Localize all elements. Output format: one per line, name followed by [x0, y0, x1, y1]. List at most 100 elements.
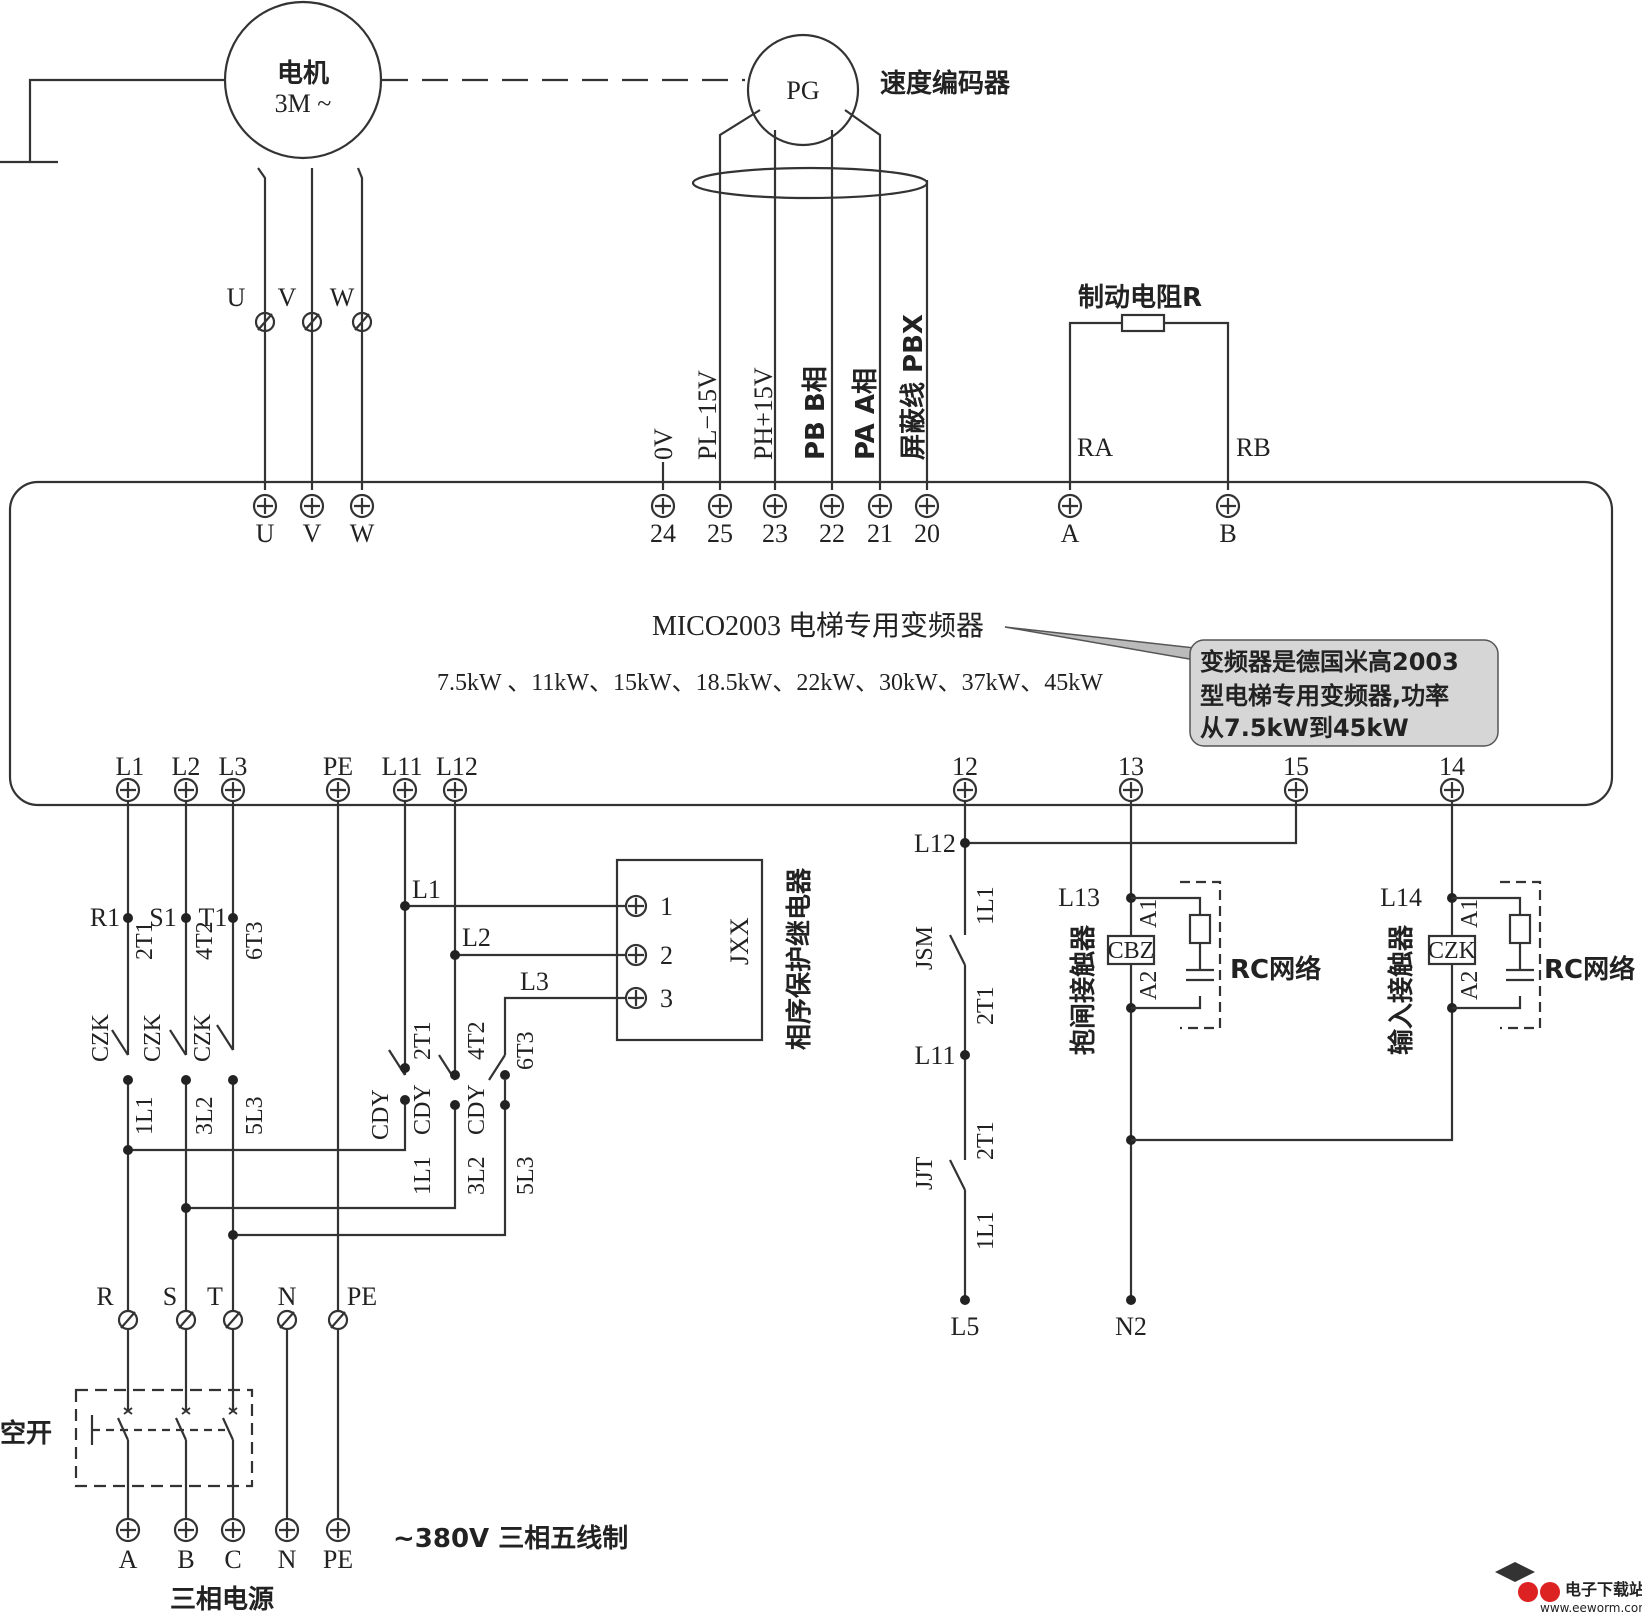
term-w	[349, 493, 375, 519]
cbz-coil-label: CBZ	[1108, 938, 1155, 964]
lead-w: W	[330, 283, 355, 312]
ground-wire	[0, 78, 225, 164]
czk-rc: RC网络	[1544, 954, 1635, 985]
cbz-caption: 抱闸接触器	[1069, 924, 1099, 1055]
czk-node: L14	[1380, 883, 1422, 912]
motor: 电机 3M ~	[0, 0, 745, 164]
cdy-1: CDY	[368, 1089, 394, 1140]
encoder: PG 速度编码器	[746, 33, 1011, 147]
watermark-brand: 电子下载站	[1565, 1580, 1642, 1599]
resistor-ra: RA	[1077, 433, 1113, 462]
src-c: C	[224, 1545, 241, 1574]
cdy-top1: 2T1	[410, 1021, 436, 1060]
cdy-3: CDY	[464, 1084, 490, 1135]
inverter-powers: 7.5kW 、11kW、15kW、18.5kW、22kW、30kW、37kW、4…	[437, 670, 1103, 696]
ctrl-l5: L5	[951, 1312, 980, 1341]
inverter-title: MICO2003 电梯专用变频器	[652, 610, 984, 642]
czk-coil-label: CZK	[1428, 938, 1477, 964]
inverter-bottom-terminals: L1 L2 L3 PE L11 L12 12 13 15 14	[115, 752, 1465, 803]
bt-l1-label: L1	[116, 752, 145, 781]
term-25-label: 25	[707, 519, 733, 548]
czk-caption: 输入接触器	[1386, 924, 1417, 1055]
phase-relay-box	[615, 858, 764, 1042]
term-v-label: V	[303, 519, 322, 548]
sig-pb: PB B相	[801, 366, 831, 460]
ctrl-jsm-bot: 2T1	[973, 986, 999, 1025]
bt-l3	[220, 777, 246, 803]
relay-in-l3: L3	[520, 967, 549, 996]
term-22	[819, 493, 845, 519]
src-pe: PE	[323, 1545, 353, 1574]
encoder-circle	[746, 33, 860, 147]
term-23-label: 23	[762, 519, 788, 548]
sig-0v: 0V	[649, 428, 678, 460]
cdy-contact-labels: 2T1 4T2 6T3 CDY CDY CDY 1L1 3L2 5L3	[368, 1021, 539, 1195]
cbz-a1: A1	[1136, 899, 1162, 928]
term-u-label: U	[256, 519, 275, 548]
motor-label: 电机	[277, 59, 329, 89]
cdy-top3: 6T3	[513, 1031, 539, 1070]
encoder-label: PG	[786, 76, 819, 105]
czk-bot1: 1L1	[132, 1096, 158, 1135]
callout-line-2: 型电梯专用变频器,功率	[1200, 682, 1449, 710]
bt-12-label: 12	[952, 752, 978, 781]
bt-12	[952, 777, 978, 803]
src-a: A	[119, 1545, 138, 1574]
cbz-a2: A2	[1136, 971, 1162, 1000]
bt-l1	[115, 777, 141, 803]
term-u	[252, 493, 278, 519]
supply-terminals: R S T N PE	[96, 1282, 377, 1520]
lead-v: V	[278, 283, 297, 312]
czk-a2: A2	[1457, 971, 1483, 1000]
brake-resistor: 制动电阻R RA RB	[1068, 283, 1271, 490]
bt-l12-label: L12	[436, 752, 478, 781]
relay-pin-3: 3	[660, 984, 673, 1013]
sig-ph: PH+15V	[749, 367, 778, 460]
czk-top2: 4T2	[192, 921, 218, 960]
watermark-url: www.eeworm.com	[1540, 1601, 1642, 1615]
czk-bot2: 3L2	[192, 1096, 218, 1135]
motor-leads	[257, 167, 364, 490]
relay-caption: 相序保护继电器	[784, 867, 815, 1050]
watermark-bug	[1518, 1582, 1538, 1602]
source-caption: 三相电源	[170, 1585, 274, 1615]
encoder-signal-labels: 0V PL−15V PH+15V PB B相 PA A相 屏蔽线 PBX	[649, 314, 929, 460]
sig-pbx: 屏蔽线 PBX	[899, 314, 929, 460]
phase-relay: L1 L2 L3 1 2 3 JXX 相序保护继电器	[412, 858, 815, 1050]
lead-u: U	[227, 283, 246, 312]
bt-l2	[173, 777, 199, 803]
source-terminals: A B C N PE ~380V 三相五线制 三相电源	[115, 1517, 628, 1615]
bt-l11-label: L11	[382, 752, 423, 781]
cdy-top2: 4T2	[464, 1021, 490, 1060]
term-b-label: B	[1219, 519, 1236, 548]
control-circuit: L12 L11 L5 JSM JJT 1L1 2T1 2T1 1L1	[912, 801, 1298, 1341]
czk-coil	[1427, 934, 1477, 966]
czk-bot3: 5L3	[242, 1096, 268, 1135]
sig-pa: PA A相	[851, 368, 881, 460]
input-contactor: CZK L14 A1 A2 RC网络 输入接触器	[1131, 801, 1635, 1142]
node-r1: R1	[90, 903, 120, 932]
ctrl-l12: L12	[914, 829, 956, 858]
bt-13-label: 13	[1118, 752, 1144, 781]
resistor-body	[1120, 313, 1166, 333]
resistor-wires	[1068, 321, 1230, 490]
ctrl-jsm: JSM	[912, 926, 938, 970]
node-s1: S1	[149, 903, 176, 932]
cbz-node: L13	[1058, 883, 1100, 912]
inverter-box	[8, 480, 1614, 807]
breaker-label: 空开	[0, 1418, 52, 1449]
sup-r: R	[96, 1282, 114, 1311]
term-v	[299, 493, 325, 519]
motor-sub: 3M ~	[275, 89, 332, 118]
breaker-box	[74, 1388, 254, 1488]
term-20-label: 20	[914, 519, 940, 548]
ctrl-jjt-top: 2T1	[973, 1121, 999, 1160]
resistor-label: 制动电阻R	[1078, 283, 1202, 313]
term-w-label: W	[350, 519, 375, 548]
term-22-label: 22	[819, 519, 845, 548]
bt-l11	[392, 777, 418, 803]
ctrl-jjt-bot: 1L1	[973, 1211, 999, 1250]
bt-pe-label: PE	[323, 752, 353, 781]
bt-15	[1283, 777, 1309, 803]
watermark-logo	[1495, 1562, 1535, 1582]
